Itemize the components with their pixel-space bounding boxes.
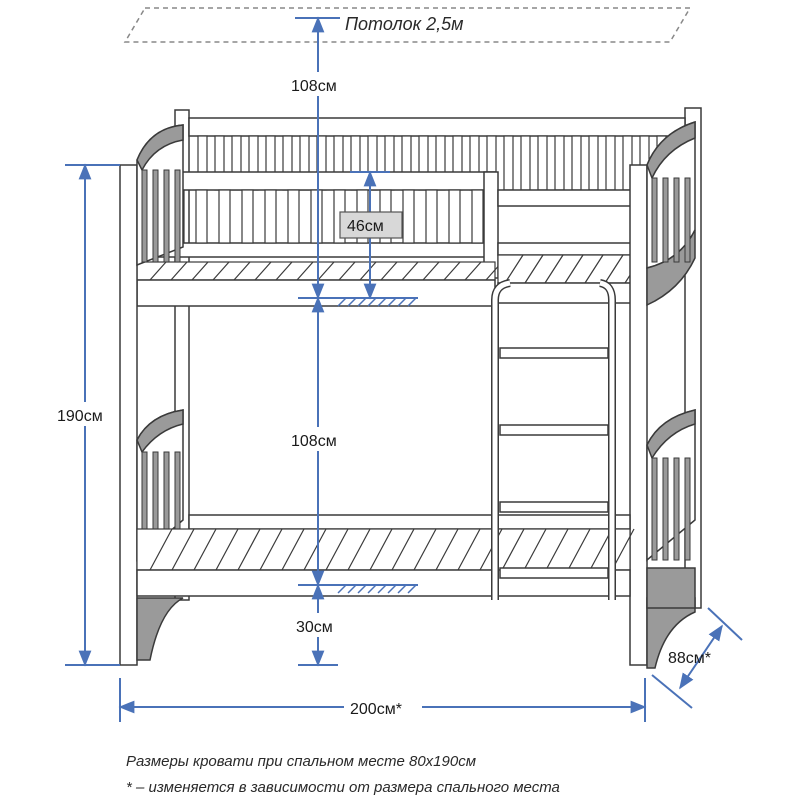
total-height-label: 190см xyxy=(57,408,103,425)
ceiling-label: Потолок 2,5м xyxy=(345,14,464,34)
between-bunks-label: 108см xyxy=(291,433,337,450)
lower-mattress-base xyxy=(136,528,635,571)
ladder xyxy=(491,279,616,600)
notes: Размеры кровати при спальном месте 80х19… xyxy=(126,753,560,796)
note-line-2: * – изменяется в зависимости от размера … xyxy=(126,779,560,796)
front-left-post xyxy=(119,164,138,666)
upper-mattress-base xyxy=(136,254,644,284)
top-clearance-label: 108см xyxy=(291,78,337,95)
length-label: 200см* xyxy=(350,701,402,718)
right-upper-side-slats xyxy=(651,177,691,263)
bed xyxy=(119,107,702,669)
note-line-1: Размеры кровати при спальном месте 80х19… xyxy=(126,753,476,770)
front-right-post xyxy=(629,164,648,666)
floor-clearance-label: 30см xyxy=(296,619,333,636)
width-label: 88см* xyxy=(668,650,711,667)
ceiling: Потолок 2,5м xyxy=(123,7,692,43)
dimension-labels: 108см 46см 108см 30см 190см 200см* 88см* xyxy=(55,72,711,720)
guard-rail-slats xyxy=(149,189,484,244)
rail-height-label: 46см xyxy=(347,218,384,235)
left-upper-side-slats xyxy=(141,169,181,263)
right-lower-side-slats xyxy=(651,457,691,561)
